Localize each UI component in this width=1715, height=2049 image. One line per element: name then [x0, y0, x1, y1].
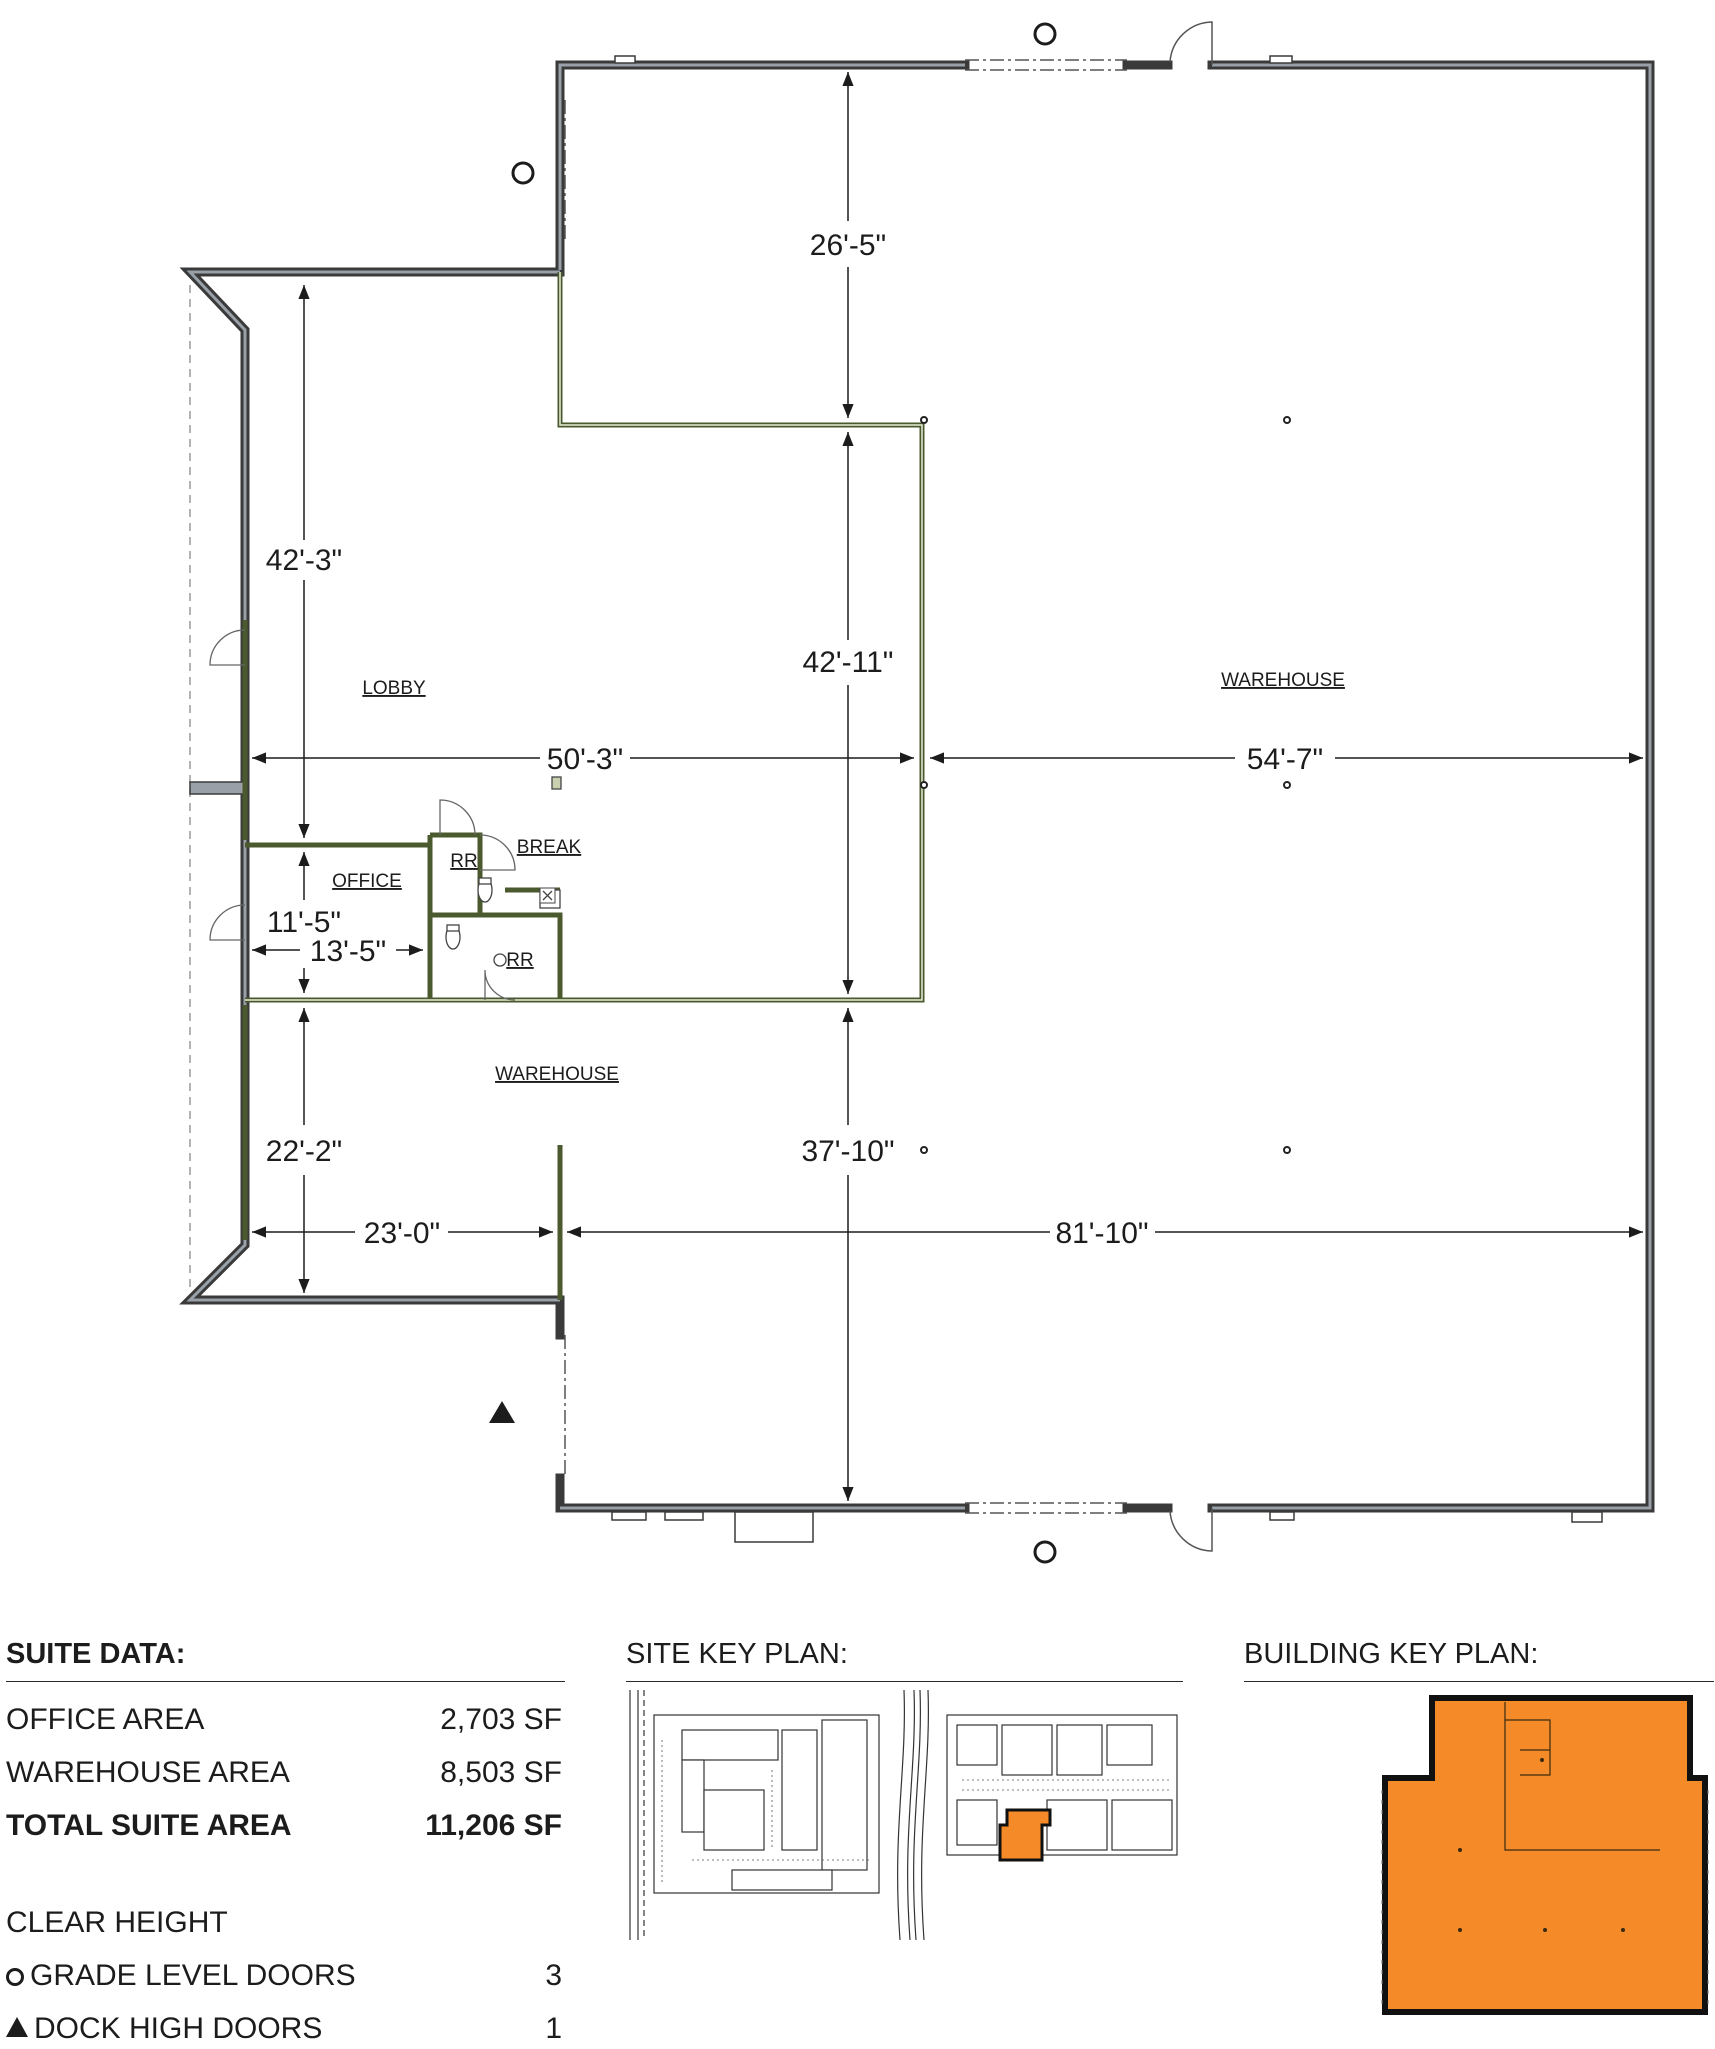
dim-81-10: 81'-10"	[1055, 1217, 1148, 1250]
dim-26-5: 26'-5"	[810, 229, 886, 262]
room-label-rr-lower: RR	[506, 950, 533, 971]
site-key-plan-map	[629, 1690, 1178, 1941]
grade-level-doors-value: 3	[545, 1959, 562, 1992]
columns	[920, 416, 1291, 1154]
total-area-value: 11,206 SF	[425, 1809, 562, 1842]
wall-openings	[189, 21, 1213, 1552]
building-key-plan-header: BUILDING KEY PLAN:	[1244, 1638, 1714, 1682]
dock-door-icon	[489, 1401, 515, 1423]
warehouse-area-value: 8,503 SF	[440, 1756, 562, 1789]
grade-level-doors-label-wrap: GRADE LEVEL DOORS	[6, 1956, 356, 1996]
dim-54-7: 54'-7"	[1247, 743, 1323, 776]
grade-door-icon-left	[511, 161, 535, 185]
warehouse-area-label: WAREHOUSE AREA	[6, 1756, 290, 1789]
dim-23-0: 23'-0"	[364, 1217, 440, 1250]
grade-level-doors-label: GRADE LEVEL DOORS	[30, 1959, 356, 1992]
dim-11-5: 11'-5"	[267, 906, 341, 939]
clear-height-label: CLEAR HEIGHT	[6, 1906, 228, 1939]
room-label-warehouse-right: WAREHOUSE	[1221, 670, 1345, 691]
grade-level-door-icons	[511, 22, 1057, 1564]
suite-data-header: SUITE DATA:	[6, 1638, 565, 1682]
dock-high-doors-row: DOCK HIGH DOORS 1	[6, 2009, 564, 2049]
triangle-icon	[6, 2017, 28, 2037]
dock-high-doors-value: 1	[545, 2012, 562, 2045]
grade-door-icon-top	[1033, 22, 1057, 46]
office-area-label: OFFICE AREA	[6, 1703, 205, 1736]
dock-high-doors-label-wrap: DOCK HIGH DOORS	[6, 2009, 322, 2049]
dim-42-3: 42'-3"	[266, 544, 342, 577]
total-area-label: TOTAL SUITE AREA	[6, 1809, 292, 1842]
suite-row-total: TOTAL SUITE AREA 11,206 SF	[6, 1806, 564, 1846]
grade-level-doors-row: GRADE LEVEL DOORS 3	[6, 1956, 564, 1996]
circle-icon	[6, 1968, 24, 1986]
clear-height-row: CLEAR HEIGHT	[6, 1903, 564, 1943]
dim-50-3: 50'-3"	[547, 743, 623, 776]
plumbing-fixtures	[445, 776, 562, 967]
room-label-lobby: LOBBY	[362, 678, 426, 699]
partition-inner	[245, 272, 923, 1001]
room-label-rr-upper: RR	[450, 851, 477, 872]
dim-42-11: 42'-11"	[803, 646, 894, 679]
room-label-break: BREAK	[517, 837, 582, 858]
dim-22-2: 22'-2"	[266, 1135, 342, 1168]
dim-13-5: 13'-5"	[310, 935, 386, 968]
site-key-highlight	[998, 1808, 1052, 1862]
suite-row-office: OFFICE AREA 2,703 SF	[6, 1700, 564, 1740]
office-area-value: 2,703 SF	[440, 1703, 562, 1736]
suite-row-warehouse: WAREHOUSE AREA 8,503 SF	[6, 1753, 564, 1793]
building-key-highlight	[1382, 1695, 1708, 2015]
dimension-lines	[252, 72, 1643, 1501]
room-label-warehouse-bottom: WAREHOUSE	[495, 1064, 619, 1085]
partition-doors	[209, 629, 516, 1001]
building-key-plan-map	[1381, 1695, 1709, 2015]
dim-37-10: 37'-10"	[801, 1135, 894, 1168]
site-key-plan-header: SITE KEY PLAN:	[626, 1638, 1183, 1682]
grade-door-icon-bottom	[1033, 1540, 1057, 1564]
room-label-office: OFFICE	[332, 871, 402, 892]
wall-tabs	[189, 55, 1603, 1543]
dock-high-doors-label: DOCK HIGH DOORS	[34, 2012, 323, 2045]
floor-plan: 26'-5" 42'-3" 42'-11" 50'-3" 54'-7" 11'-…	[179, 21, 1655, 1564]
